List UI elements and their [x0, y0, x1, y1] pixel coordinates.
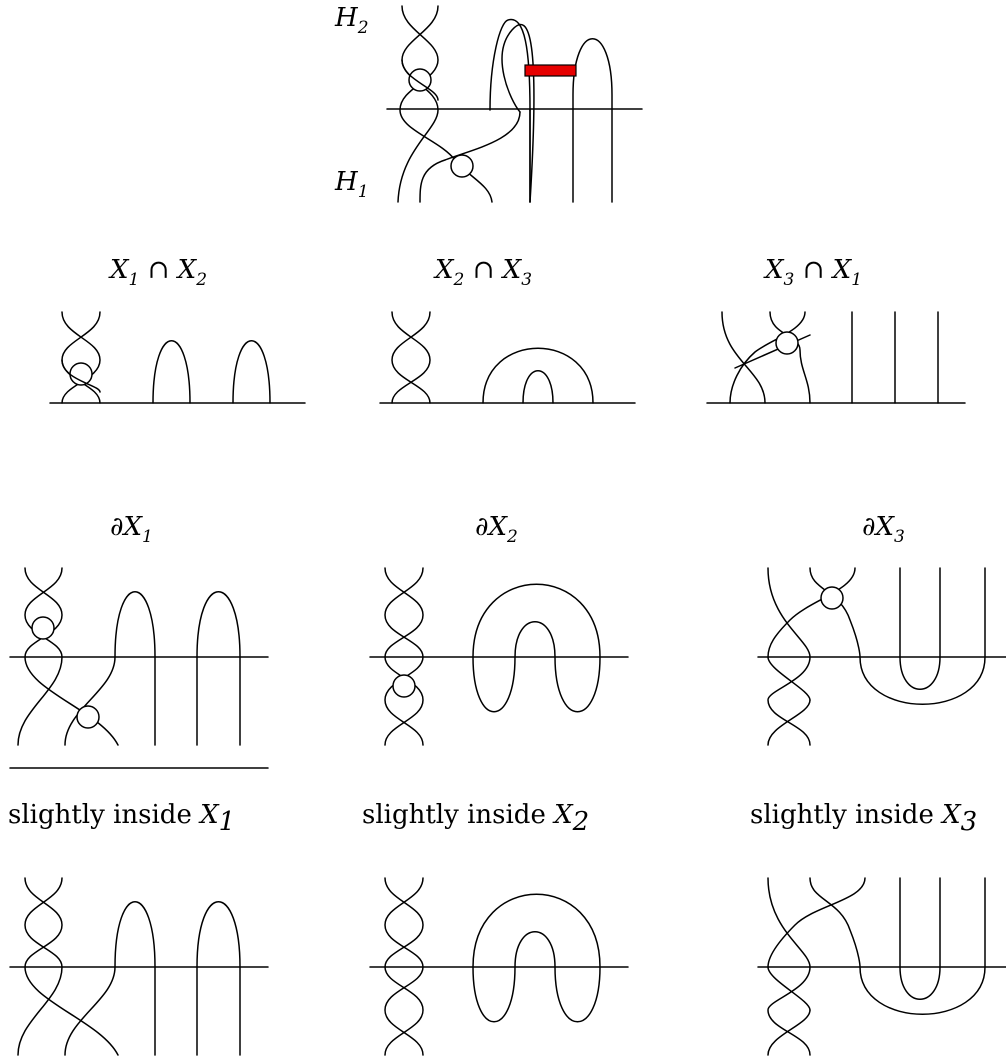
- label-inside-x2: slightly inside X2: [362, 800, 589, 837]
- diagram-boundary-x1: [9, 567, 269, 746]
- label-x1-cap-x2: X1 ∩ X2: [108, 255, 207, 290]
- label-h1: H1: [334, 167, 369, 202]
- strand: [399, 5, 493, 203]
- strand: [397, 5, 439, 203]
- label-boundary-x2: ∂X2: [475, 512, 518, 547]
- crossing-circle: [450, 154, 474, 178]
- label-inside-x3: slightly inside X3: [750, 800, 977, 837]
- label-boundary-x3: ∂X3: [862, 512, 905, 547]
- top-diagram: H2 H1: [334, 3, 643, 203]
- diagram-x2-cap-x3: [379, 311, 636, 404]
- label-x3-cap-x1: X3 ∩ X1: [763, 255, 862, 290]
- red-band: [524, 64, 577, 77]
- label-h2: H2: [334, 3, 369, 38]
- diagram-boundary-x2: [369, 567, 629, 746]
- crossing-circle: [408, 68, 432, 92]
- diagram-boundary-x3: [757, 567, 1006, 746]
- strand: [419, 111, 521, 203]
- label-inside-x1: slightly inside X1: [8, 800, 235, 837]
- diagram-inside-x2: [369, 877, 629, 1056]
- diagram-x1-cap-x2: [49, 311, 306, 404]
- label-boundary-x1: ∂X1: [110, 512, 153, 547]
- arch: [501, 23, 535, 203]
- diagram-inside-x1: [9, 767, 269, 1056]
- arch: [572, 38, 613, 203]
- diagram-inside-x3: [757, 877, 1006, 1056]
- label-x2-cap-x3: X2 ∩ X3: [433, 255, 532, 290]
- diagram-x3-cap-x1: [706, 311, 966, 404]
